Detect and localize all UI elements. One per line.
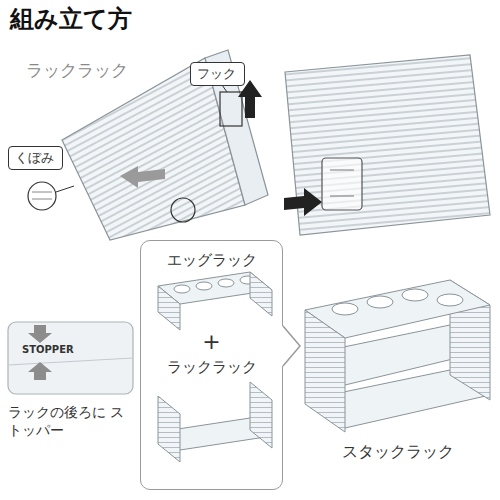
section-label: ラックラック: [26, 60, 128, 81]
illustration-part: [196, 282, 212, 290]
illustration-part: [330, 196, 354, 197]
parts-panel: エッグラック + ラックラック: [140, 240, 283, 490]
panel-heading: ラックラック: [141, 358, 282, 376]
illustration-part: [8, 358, 133, 365]
illustration-part: [28, 362, 52, 380]
illustration-part: [285, 55, 490, 235]
illustration-part: [158, 286, 180, 330]
note-text: ラックの後ろに ストッパー: [8, 404, 130, 439]
illustration-part: [120, 166, 165, 188]
pointer-fill: [279, 326, 300, 366]
pointer-bracket: [283, 326, 300, 366]
illustration-part: [218, 279, 234, 287]
illustration-part: [56, 186, 74, 192]
illustration-part: [284, 188, 322, 216]
callout-box: くぼみ: [8, 146, 63, 170]
illustration-part: [62, 58, 245, 240]
callout-text: フック: [197, 66, 238, 82]
illustration-part: [32, 199, 52, 200]
title: 組み立て方: [10, 4, 132, 34]
egg-rack: [158, 272, 272, 330]
illustration-part: [171, 198, 195, 222]
illustration-part: [332, 303, 358, 315]
callout-box: フック: [190, 62, 245, 86]
illustration-part: [437, 294, 463, 306]
illustration-part: [158, 396, 180, 462]
rack-panel-right: [284, 55, 490, 235]
panel-heading: +: [141, 329, 282, 355]
illustration-part: [402, 289, 428, 301]
rack-rack: [158, 382, 272, 462]
illustration-part: [250, 272, 272, 316]
illustration-part: [250, 382, 272, 448]
callout-text: くぼみ: [15, 150, 56, 166]
illustration-part: [222, 85, 227, 92]
stopper-inset: [8, 322, 133, 394]
part-label: STOPPER: [22, 344, 74, 357]
illustration-part: [305, 310, 345, 432]
illustration-part: [32, 192, 52, 193]
illustration-part: [174, 285, 190, 293]
product-label: スタックラック: [342, 442, 454, 462]
illustration-part: [367, 296, 393, 308]
illustration-part: [28, 325, 52, 343]
stack-rack: [305, 280, 490, 432]
panel-heading: エッグラック: [141, 251, 282, 269]
illustration-part: [322, 158, 362, 210]
illustration-part: [8, 322, 133, 394]
illustration-part: [220, 92, 242, 126]
illustration-part: [28, 182, 56, 210]
illustration-part: [330, 170, 354, 171]
